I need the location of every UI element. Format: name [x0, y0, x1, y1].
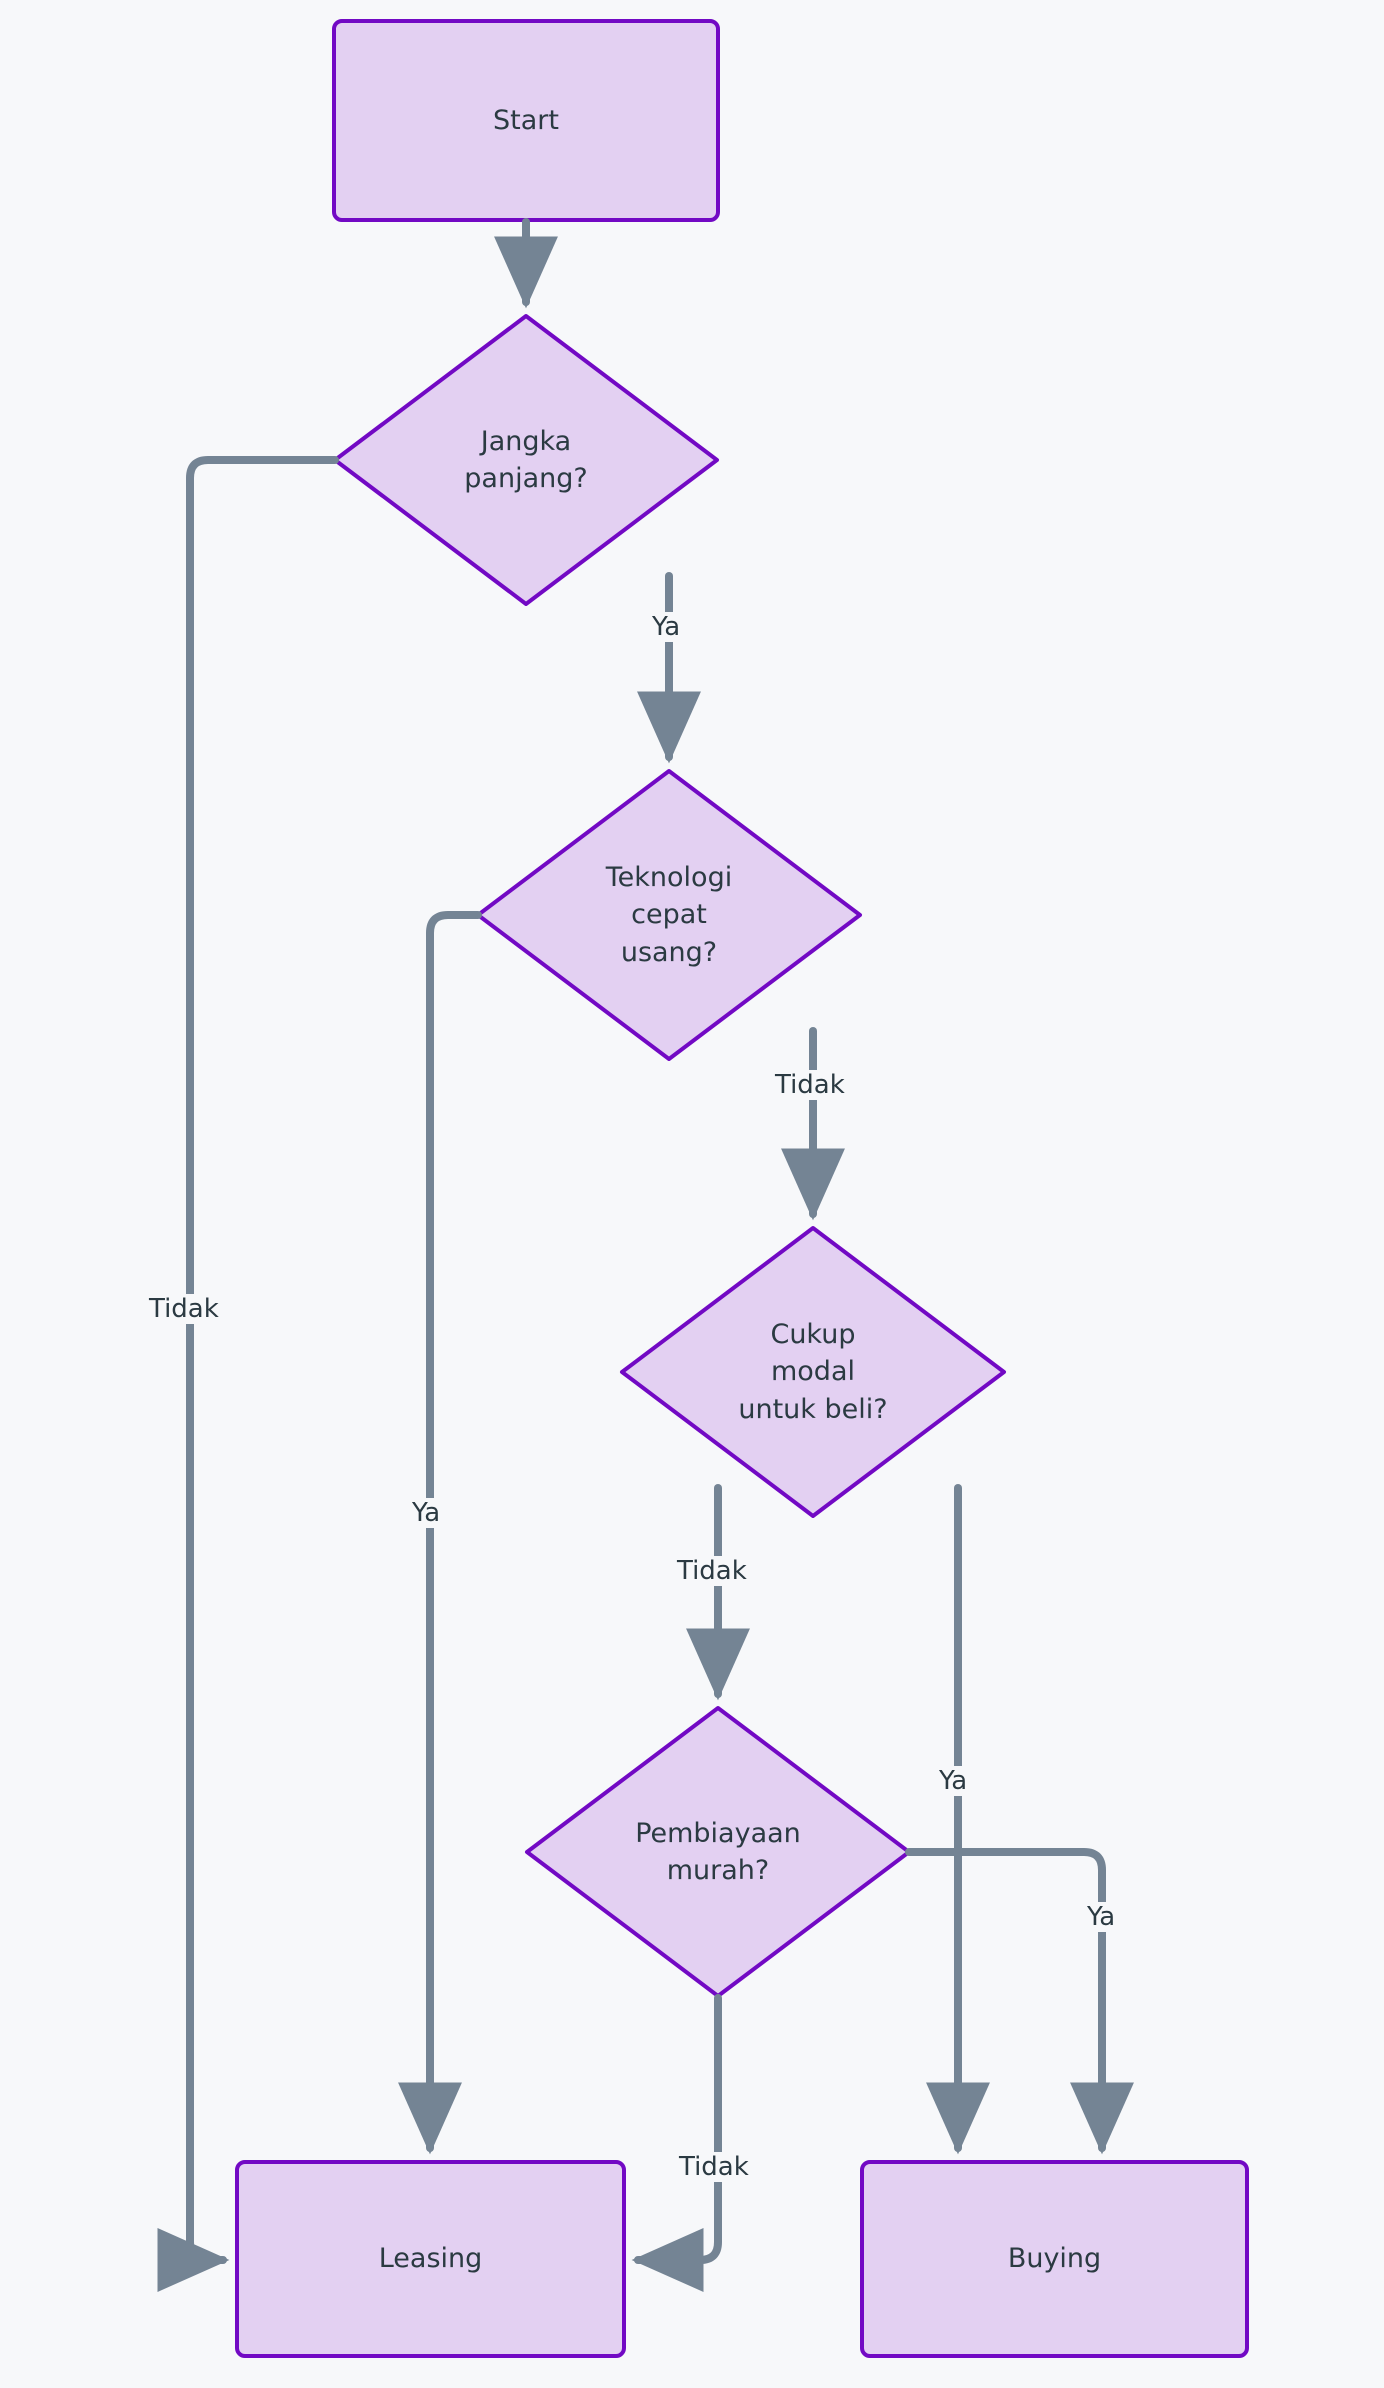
edge-jangka-to-leasing — [157, 456, 339, 2292]
edge-pembiayaan-to-leasing — [631, 1994, 722, 2292]
edge-label-teknologi-ya: Ya — [407, 1498, 446, 1528]
node-modal-shape[interactable] — [620, 1226, 1006, 1518]
node-teknologi-shape[interactable] — [476, 769, 862, 1061]
node-buying-shape[interactable] — [860, 2160, 1249, 2358]
edge-label-jangka-ya: Ya — [647, 612, 686, 642]
node-jangka-shape[interactable] — [333, 314, 719, 606]
edge-teknologi-to-leasing — [398, 911, 482, 2155]
node-pembiayaan-shape[interactable] — [525, 1706, 911, 1998]
node-leasing-shape[interactable] — [235, 2160, 626, 2358]
edge-label-jangka-tidak: Tidak — [144, 1294, 224, 1324]
edge-label-pembiayaan-ya: Ya — [1082, 1902, 1121, 1932]
edge-label-modal-tidak: Tidak — [672, 1556, 752, 1586]
edge-label-teknologi-tidak: Tidak — [770, 1070, 850, 1100]
edge-label-modal-ya: Ya — [934, 1766, 973, 1796]
edge-pembiayaan-to-buying — [905, 1848, 1134, 2155]
node-start-shape[interactable] — [332, 19, 720, 222]
edge-label-pembiayaan-tidak: Tidak — [674, 2152, 754, 2182]
